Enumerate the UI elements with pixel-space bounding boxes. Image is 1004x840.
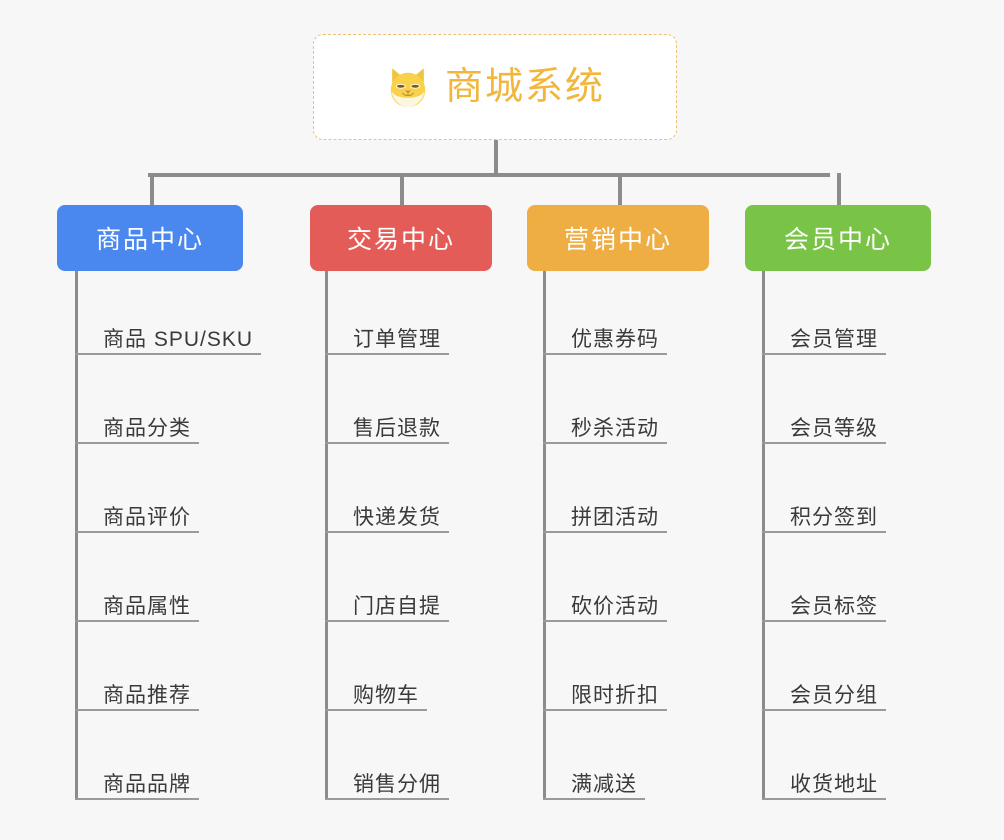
category-title: 交易中心 — [346, 226, 455, 254]
column-spine-connector — [75, 271, 78, 800]
leaf-item-underline — [543, 531, 667, 533]
leaf-item-label[interactable]: 会员管理 — [790, 328, 878, 351]
leaf-item-label[interactable]: 销售分佣 — [353, 773, 441, 796]
leaf-item-underline — [325, 353, 449, 355]
leaf-item-label[interactable]: 商品推荐 — [103, 684, 191, 707]
leaf-item-label[interactable]: 积分签到 — [790, 506, 878, 529]
leaf-item-underline — [75, 442, 199, 444]
leaf-item-underline — [762, 442, 886, 444]
leaf-item-underline — [75, 798, 199, 800]
leaf-item-label[interactable]: 限时折扣 — [571, 684, 659, 707]
leaf-item-label[interactable]: 优惠券码 — [571, 328, 659, 351]
leaf-item-underline — [543, 709, 667, 711]
leaf-item-label[interactable]: 快递发货 — [353, 506, 441, 529]
leaf-item-label[interactable]: 拼团活动 — [571, 506, 659, 529]
leaf-item-underline — [543, 353, 667, 355]
leaf-item-label[interactable]: 会员标签 — [790, 595, 878, 618]
horizontal-bus-connector — [148, 173, 830, 177]
category-box-2[interactable]: 交易中心 — [310, 205, 492, 271]
leaf-item-underline — [325, 709, 427, 711]
leaf-item-label[interactable]: 满减送 — [571, 773, 637, 796]
leaf-item-underline — [543, 442, 667, 444]
column-spine-connector — [325, 271, 328, 800]
leaf-item-label[interactable]: 订单管理 — [353, 328, 441, 351]
leaf-item-underline — [75, 620, 199, 622]
root-title: 商城系统 — [444, 66, 605, 108]
column-spine-connector — [543, 271, 546, 800]
column-spine-connector — [762, 271, 765, 800]
leaf-item-label[interactable]: 售后退款 — [353, 417, 441, 440]
leaf-item-label[interactable]: 商品 SPU/SKU — [103, 328, 254, 351]
leaf-item-underline — [75, 531, 199, 533]
leaf-item-label[interactable]: 门店自提 — [353, 595, 441, 618]
leaf-item-underline — [325, 531, 449, 533]
leaf-item-label[interactable]: 秒杀活动 — [571, 417, 659, 440]
category-box-1[interactable]: 商品中心 — [57, 205, 243, 271]
category-title: 商品中心 — [95, 226, 204, 254]
leaf-item-label[interactable]: 砍价活动 — [571, 595, 659, 618]
leaf-item-underline — [762, 798, 886, 800]
category-drop-connector — [150, 173, 154, 205]
category-drop-connector — [837, 173, 841, 205]
leaf-item-label[interactable]: 商品品牌 — [103, 773, 191, 796]
category-title: 营销中心 — [563, 226, 672, 254]
leaf-item-label[interactable]: 购物车 — [353, 684, 419, 707]
leaf-item-underline — [543, 620, 667, 622]
category-title: 会员中心 — [783, 226, 892, 254]
category-box-3[interactable]: 营销中心 — [527, 205, 709, 271]
leaf-item-underline — [762, 531, 886, 533]
shiba-dog-icon — [390, 68, 426, 110]
root-drop-connector — [494, 140, 498, 175]
leaf-item-underline — [325, 798, 449, 800]
leaf-item-label[interactable]: 商品评价 — [103, 506, 191, 529]
leaf-item-underline — [762, 709, 886, 711]
leaf-item-underline — [75, 353, 262, 355]
leaf-item-underline — [762, 620, 886, 622]
category-drop-connector — [400, 173, 404, 205]
leaf-item-label[interactable]: 会员分组 — [790, 684, 878, 707]
leaf-item-underline — [325, 620, 449, 622]
root-node[interactable]: 商城系统 — [313, 34, 677, 140]
category-box-4[interactable]: 会员中心 — [745, 205, 931, 271]
leaf-item-underline — [543, 798, 645, 800]
leaf-item-label[interactable]: 收货地址 — [790, 773, 878, 796]
leaf-item-underline — [75, 709, 199, 711]
category-drop-connector — [618, 173, 622, 205]
leaf-item-underline — [325, 442, 449, 444]
leaf-item-underline — [762, 353, 886, 355]
leaf-item-label[interactable]: 会员等级 — [790, 417, 878, 440]
leaf-item-label[interactable]: 商品属性 — [103, 595, 191, 618]
leaf-item-label[interactable]: 商品分类 — [103, 417, 191, 440]
